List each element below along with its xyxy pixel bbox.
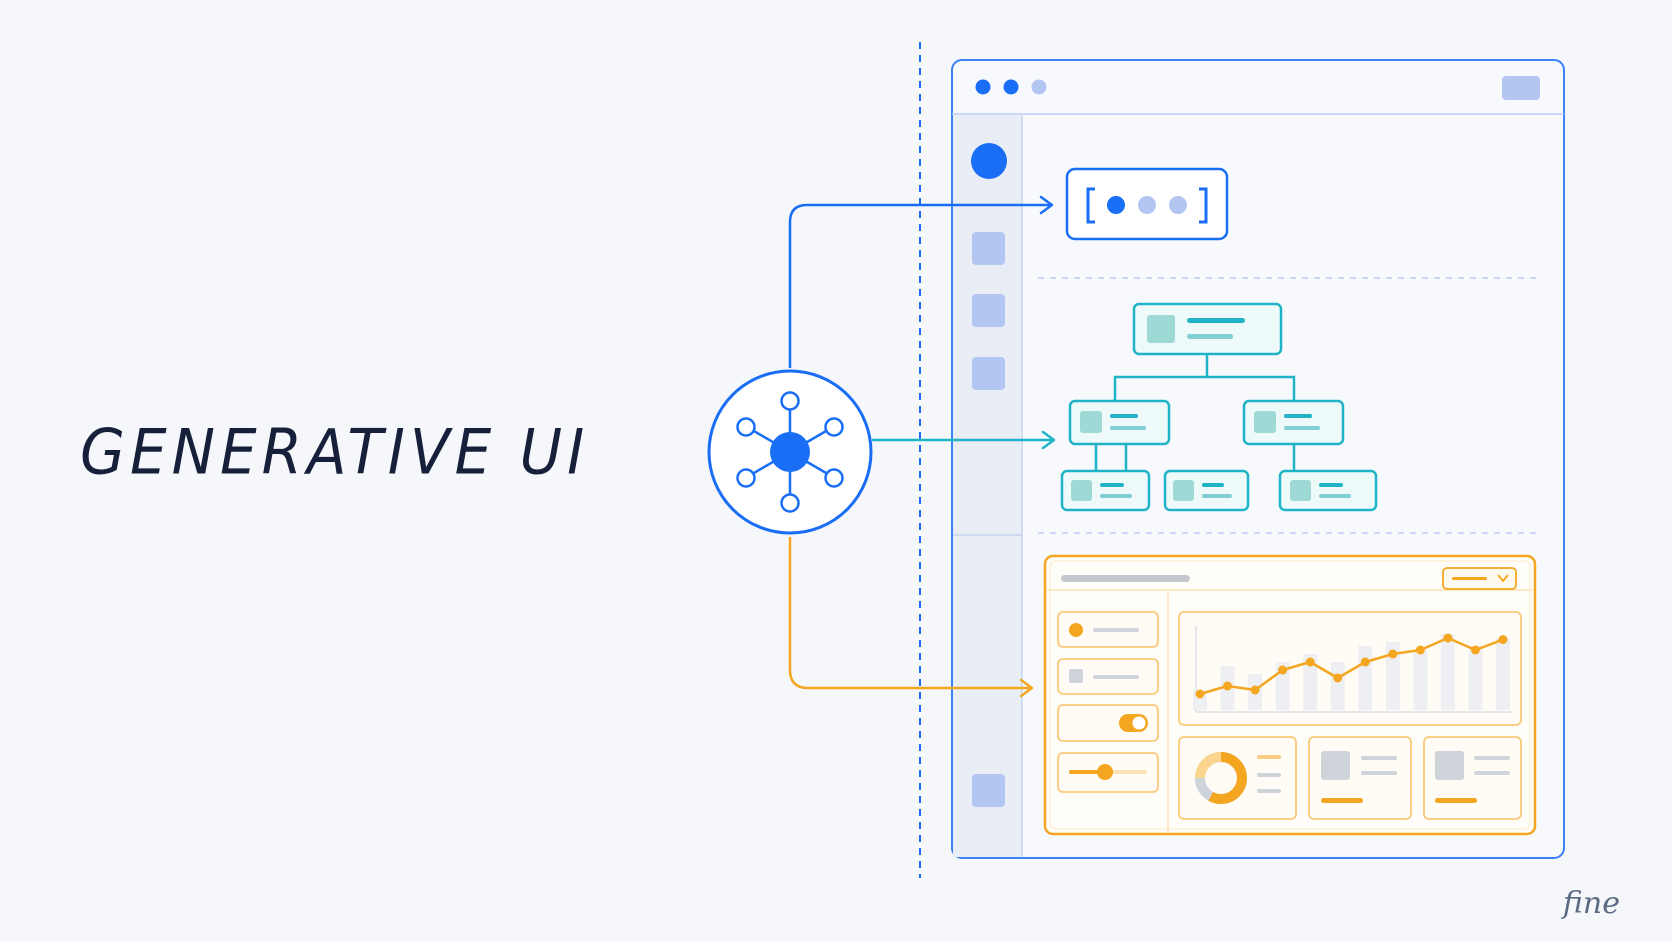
filter-slider[interactable] [1057,752,1159,793]
chart-series-line [1199,636,1504,696]
dashboard-dropdown[interactable] [1442,567,1517,590]
sidebar-item[interactable] [972,294,1005,327]
tree-node[interactable] [1163,469,1250,512]
filter-checkbox[interactable] [1057,658,1159,695]
chart-point [1498,635,1508,645]
tree-node-root[interactable] [1132,302,1283,356]
chart-point [1305,657,1315,667]
chart-bar [1413,650,1428,710]
chart-point [1278,665,1288,675]
chart-point [1333,673,1343,683]
sidebar-item[interactable] [972,774,1005,807]
sidebar [953,115,1022,857]
chart-point [1360,657,1370,667]
sidebar-avatar[interactable] [971,143,1007,179]
chart-point [1250,685,1260,695]
line-chart [1178,611,1522,726]
donut-stat-card [1178,736,1297,820]
filter-radio[interactable] [1057,611,1159,648]
sidebar-item[interactable] [972,232,1005,265]
blue-connector [788,203,1050,368]
chart-bar [1468,646,1483,710]
sidebar-item[interactable] [972,357,1005,390]
tree-node[interactable] [1060,469,1151,512]
orange-connector [788,537,1030,690]
bracketed-dots-icon [1065,167,1229,241]
chart-point [1415,645,1425,655]
network-hub-icon [707,369,873,535]
chart-point [1223,681,1233,691]
chart-point [1443,633,1453,643]
chart-bar [1440,634,1455,710]
chart-bar [1385,642,1400,710]
tree-node[interactable] [1242,399,1345,446]
tree-node[interactable] [1068,399,1171,446]
filter-toggle[interactable] [1057,704,1159,742]
tree-node[interactable] [1278,469,1378,512]
chart-point [1470,645,1480,655]
chart-point [1388,649,1398,659]
tree-diagram [1094,353,1296,471]
stat-card [1308,736,1412,820]
chart-bar [1330,662,1345,710]
chevron-down-icon [1497,574,1509,583]
page-title: GENERATIVE UI [80,415,590,489]
stat-card [1423,736,1522,820]
dashboard-title [1061,575,1190,582]
chart-bar [1358,646,1373,710]
chart-point [1195,689,1205,699]
window-controls-icon[interactable] [975,79,1047,95]
brand-logo: fine [1562,886,1620,921]
chart-bar [1496,638,1510,710]
window-menu-button[interactable] [1502,76,1540,100]
chart-bar [1303,654,1318,710]
